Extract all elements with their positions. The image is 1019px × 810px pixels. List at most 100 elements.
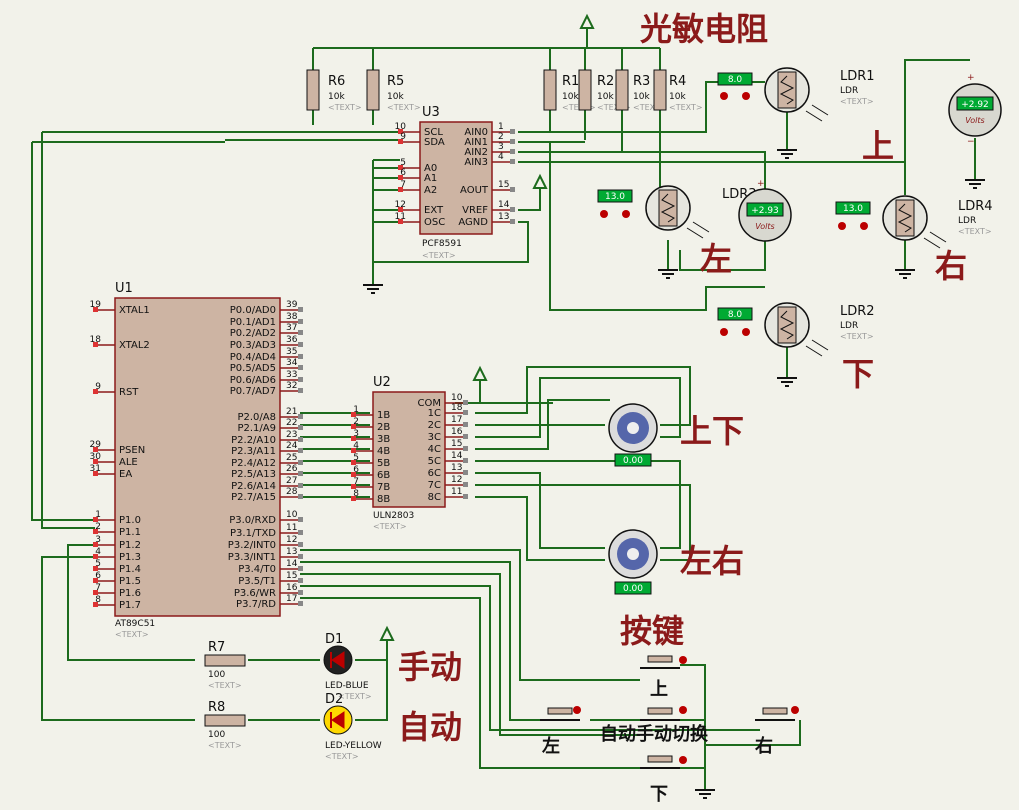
u1-pin-num-12: 12 (286, 535, 297, 545)
ldr2-text-tag: <TEXT> (840, 332, 874, 341)
r6-ref: R6 (328, 74, 345, 89)
u1-pin-name-8: P1.7 (119, 600, 141, 611)
voltmeter-1[interactable]: +2.92 Volts + − (948, 73, 1002, 147)
button-down[interactable] (640, 755, 687, 769)
u1-pin-num-34: 34 (286, 358, 298, 368)
u1-pin-num-32: 32 (286, 381, 297, 391)
resistor-r8[interactable]: R8 100 <TEXT> (204, 700, 246, 750)
led-d2-yellow[interactable]: D2 LED-YELLOW <TEXT> (323, 692, 382, 761)
u2-pin-name-16: 3C (428, 432, 441, 443)
r7-ref: R7 (208, 640, 225, 655)
button-right[interactable] (755, 706, 799, 721)
ldr1-reading: 8.0 (728, 75, 743, 85)
u1-pin-num-16: 16 (286, 583, 298, 593)
u3-pin-num-14: 14 (498, 200, 510, 210)
u1-pin-num-37: 37 (286, 323, 297, 333)
ldr1[interactable]: 8.0 LDR1 LDR <TEXT> (717, 67, 875, 122)
u3-pin-num-10: 10 (395, 122, 407, 132)
ldr3[interactable]: 13.0 LDR3 (597, 185, 757, 239)
u1-pin-num-17: 17 (286, 594, 297, 604)
r1-value: 10k (562, 92, 579, 102)
resistor-r4[interactable]: R4 10k <TEXT> (653, 69, 703, 112)
u1-pin-name-3: P1.2 (119, 540, 141, 551)
u2-pin-marker-12 (463, 482, 468, 487)
u3-text-tag: <TEXT> (422, 251, 456, 260)
stepper-motor-updown[interactable]: 0.00 (608, 403, 658, 467)
u2-pin-marker-18 (463, 410, 468, 415)
u1-pin-marker-27 (298, 483, 303, 488)
u2-pin-num-7: 7 (353, 477, 359, 487)
u2-pin-marker-8 (351, 496, 356, 501)
u1-pin-num-10: 10 (286, 510, 298, 520)
button-up[interactable] (640, 655, 687, 669)
u1-pin-name-11: P3.1/TXD (230, 528, 276, 539)
u1-pin-marker-7 (93, 590, 98, 595)
u1-pin-marker-39 (298, 307, 303, 312)
u3-pin-num-13: 13 (498, 212, 509, 222)
u1-pin-name-31: EA (119, 469, 132, 480)
u1-pin-marker-2 (93, 529, 98, 534)
u2-pin-name-15: 4C (428, 444, 441, 455)
u2-ref: U2 (373, 375, 391, 390)
resistor-r3[interactable]: R3 10k <TEXT> (615, 69, 667, 112)
u2-pin-num-5: 5 (353, 453, 359, 463)
led-d1-blue[interactable]: D1 LED-BLUE <TEXT> (323, 632, 372, 701)
resistor-r5[interactable]: R5 10k <TEXT> (366, 69, 421, 112)
resistor-r2[interactable]: R2 10k <TEXT> (578, 69, 631, 112)
d1-ref: D1 (325, 632, 343, 647)
u1-pin-num-38: 38 (286, 312, 298, 322)
u2-pin-name-7: 7B (377, 482, 390, 493)
u2-pin-num-6: 6 (353, 465, 359, 475)
r6-text-tag: <TEXT> (328, 103, 362, 112)
annotations: 光敏电阻 上 左 右 下 上下 左右 按键 手动 自动 上 左 右 下 自动手动… (398, 10, 967, 805)
u1-pin-marker-18 (93, 342, 98, 347)
u1-pin-marker-3 (93, 542, 98, 547)
ldr4-ref: LDR4 (958, 199, 993, 214)
ldr2-reading: 8.0 (728, 310, 743, 320)
u2-pin-marker-16 (463, 434, 468, 439)
u2-pin-num-8: 8 (353, 489, 359, 499)
u3-pin-name-7: A2 (424, 185, 437, 196)
u1-pin-name-12: P3.2/INT0 (228, 540, 276, 551)
u2-pin-name-11: 8C (428, 492, 441, 503)
u1-pin-marker-32 (298, 388, 303, 393)
u1-pin-num-14: 14 (286, 559, 298, 569)
u1-pin-num-24: 24 (286, 441, 298, 451)
stepper-motor-leftright[interactable]: 0.00 (608, 529, 658, 595)
u1-pin-name-6: P1.5 (119, 576, 141, 587)
r8-ref: R8 (208, 700, 225, 715)
u3-pin-name-14: VREF (462, 205, 488, 216)
button-switch[interactable] (640, 706, 687, 721)
u2-pin-marker-13 (463, 470, 468, 475)
u1-pin-marker-19 (93, 307, 98, 312)
resistor-r1[interactable]: R1 10k <TEXT> (543, 69, 596, 112)
resistor-r7[interactable]: R7 100 <TEXT> (204, 640, 246, 690)
u1-pin-num-26: 26 (286, 464, 298, 474)
u3-pin-marker-1 (510, 129, 515, 134)
u1-text-tag: <TEXT> (115, 630, 149, 639)
u1-pin-num-30: 30 (90, 452, 102, 462)
voltmeter-2[interactable]: +2.93 Volts + (738, 179, 792, 242)
u2-pin-name-10: COM (418, 398, 441, 409)
u1-pin-num-21: 21 (286, 407, 297, 417)
ldr2[interactable]: 8.0 LDR2 LDR <TEXT> (717, 302, 875, 357)
u1-pin-num-8: 8 (95, 595, 101, 605)
u1-pin-marker-8 (93, 602, 98, 607)
u1-pin-name-16: P3.6/WR (234, 588, 276, 599)
resistor-r6[interactable]: R6 10k <TEXT> (306, 69, 362, 112)
ldr4[interactable]: 13.0 LDR4 LDR <TEXT> (835, 195, 993, 249)
u3-pin-num-4: 4 (498, 152, 504, 162)
u2-pin-marker-1 (351, 412, 356, 417)
vm2-unit: Volts (755, 222, 774, 231)
u1-pin-marker-13 (298, 554, 303, 559)
r3-ref: R3 (633, 74, 650, 89)
u3-pin-marker-6 (398, 175, 403, 180)
u3-pin-marker-10 (398, 129, 403, 134)
u3-pin-num-6: 6 (400, 168, 406, 178)
button-left[interactable] (540, 706, 581, 721)
u1-pin-marker-29 (93, 447, 98, 452)
motor2-value: 0.00 (623, 584, 643, 594)
